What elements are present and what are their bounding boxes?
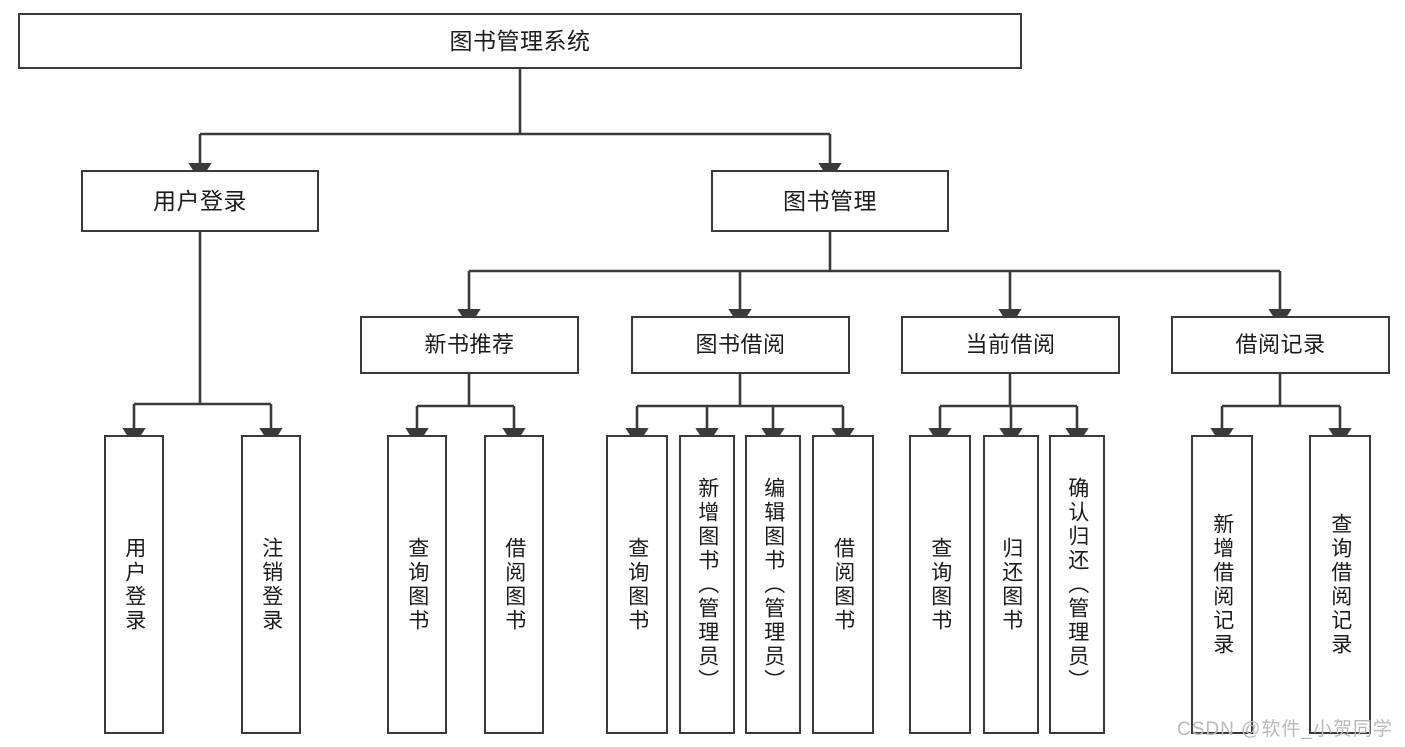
node-leaf-query-record-label: 查询借阅记录 xyxy=(1328,512,1352,657)
node-leaf-query-book-1-label: 查询图书 xyxy=(405,536,429,633)
node-leaf-borrow-book-2[interactable]: 借阅图书 xyxy=(812,435,874,734)
node-leaf-query-book-2-label: 查询图书 xyxy=(625,536,649,633)
watermark-text: CSDN @软件_小贺同学 xyxy=(1177,719,1393,740)
node-leaf-borrow-book-2-label: 借阅图书 xyxy=(831,536,855,633)
node-book-manage-label: 图书管理 xyxy=(783,187,877,214)
node-new-book-recommend-label: 新书推荐 xyxy=(424,331,515,357)
node-leaf-user-login-label: 用户登录 xyxy=(122,536,146,633)
node-user-login-label: 用户登录 xyxy=(153,187,247,214)
node-leaf-logout[interactable]: 注销登录 xyxy=(241,435,301,734)
node-current-borrow-label: 当前借阅 xyxy=(965,331,1056,357)
node-leaf-confirm-return-label: 确认归还（管理员） xyxy=(1065,476,1089,693)
node-leaf-logout-label: 注销登录 xyxy=(259,536,283,633)
node-root-label: 图书管理系统 xyxy=(449,27,591,54)
node-book-borrow-label: 图书借阅 xyxy=(695,331,786,357)
node-root[interactable]: 图书管理系统 xyxy=(18,13,1022,69)
node-leaf-user-login[interactable]: 用户登录 xyxy=(104,435,164,734)
node-new-book-recommend[interactable]: 新书推荐 xyxy=(360,316,579,374)
node-leaf-add-record[interactable]: 新增借阅记录 xyxy=(1191,435,1253,734)
node-leaf-add-record-label: 新增借阅记录 xyxy=(1210,512,1234,657)
node-leaf-add-book[interactable]: 新增图书（管理员） xyxy=(679,435,735,734)
node-leaf-confirm-return[interactable]: 确认归还（管理员） xyxy=(1049,435,1105,734)
node-user-login[interactable]: 用户登录 xyxy=(81,170,319,232)
node-leaf-borrow-book-1[interactable]: 借阅图书 xyxy=(484,435,544,734)
node-leaf-return-book-label: 归还图书 xyxy=(999,536,1023,633)
node-leaf-query-book-3-label: 查询图书 xyxy=(928,536,952,633)
node-book-manage[interactable]: 图书管理 xyxy=(711,170,949,232)
node-borrow-record[interactable]: 借阅记录 xyxy=(1171,316,1390,374)
node-leaf-borrow-book-1-label: 借阅图书 xyxy=(502,536,526,633)
node-leaf-query-book-3[interactable]: 查询图书 xyxy=(909,435,971,734)
node-leaf-query-book-2[interactable]: 查询图书 xyxy=(606,435,668,734)
node-book-borrow[interactable]: 图书借阅 xyxy=(631,316,850,374)
node-leaf-edit-book-label: 编辑图书（管理员） xyxy=(761,476,785,693)
node-leaf-add-book-label: 新增图书（管理员） xyxy=(695,476,719,693)
node-leaf-query-record[interactable]: 查询借阅记录 xyxy=(1309,435,1371,734)
node-borrow-record-label: 借阅记录 xyxy=(1235,331,1326,357)
node-leaf-return-book[interactable]: 归还图书 xyxy=(983,435,1039,734)
node-current-borrow[interactable]: 当前借阅 xyxy=(901,316,1120,374)
node-leaf-query-book-1[interactable]: 查询图书 xyxy=(387,435,447,734)
node-leaf-edit-book[interactable]: 编辑图书（管理员） xyxy=(745,435,801,734)
